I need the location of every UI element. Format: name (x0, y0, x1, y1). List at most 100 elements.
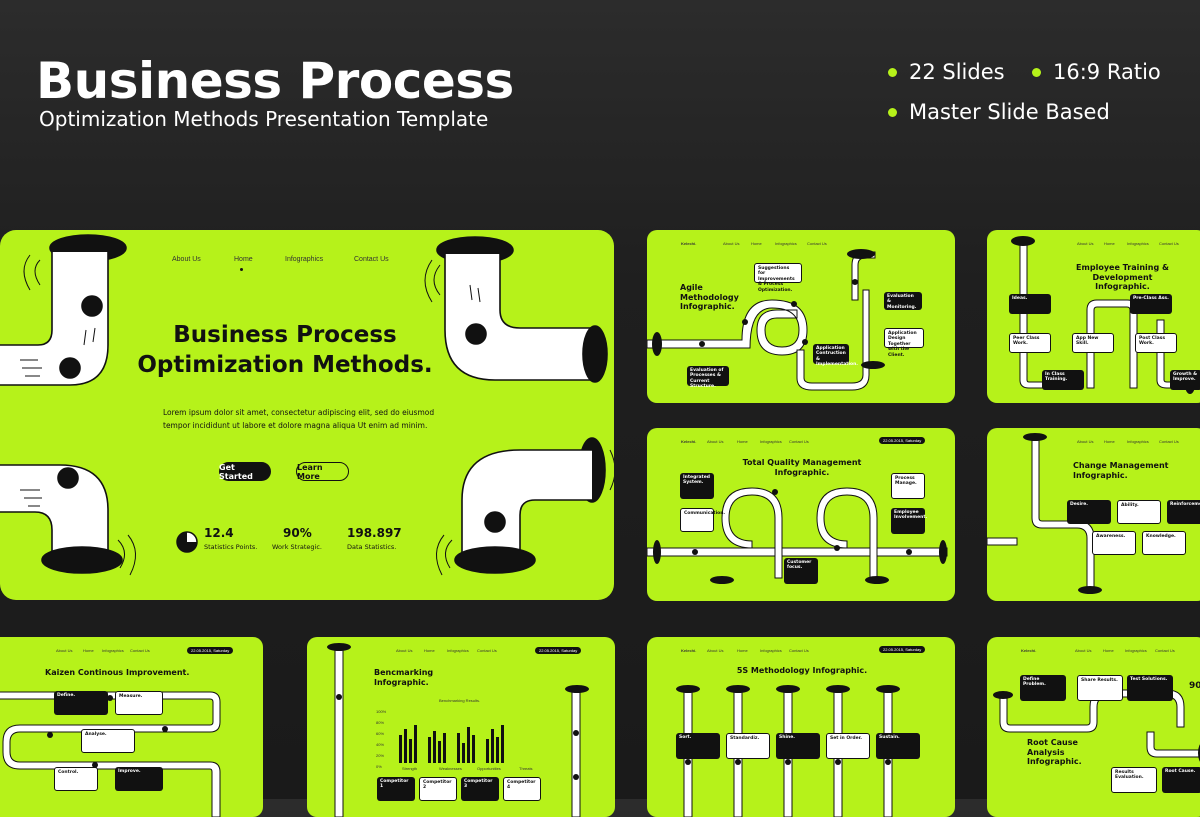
info-box: Knowledge. (1142, 531, 1186, 555)
nav-item[interactable]: Contact Us (1159, 241, 1179, 246)
nav-item[interactable]: About Us (396, 648, 413, 653)
nav-item[interactable]: Home (1103, 648, 1114, 653)
y-tick: 0% (376, 764, 382, 769)
info-box: Post Class Work. (1135, 333, 1177, 353)
slide-main[interactable]: About Us Home Infographics Contact Us Bu… (0, 230, 614, 600)
info-box: Improve. (115, 767, 163, 791)
slide-body-line2: tempor incididunt ut labore et dolore ma… (163, 421, 428, 430)
slide-title: Total Quality Management Infographic. (742, 458, 862, 477)
slide-tqm[interactable]: Kelechi. About Us Home Infographics Cont… (647, 428, 955, 601)
learn-more-button[interactable]: Learn More (296, 462, 349, 481)
chart-bar (399, 735, 402, 763)
date-badge: 22.05.2015, Saturday (879, 646, 926, 653)
chart-bar (438, 741, 441, 763)
nav-item[interactable]: Home (737, 439, 748, 444)
main-title: Business Process (36, 52, 514, 110)
slide-title-line2: Optimization Methods. (137, 352, 433, 378)
chart-title: Benchmarking Results. (439, 698, 481, 703)
slide-bench[interactable]: About Us Home Infographics Contact Us 22… (307, 637, 615, 817)
info-box: Communication. (680, 508, 725, 532)
nav-item[interactable]: About Us (707, 648, 724, 653)
info-box: Suggestions for Improvements & Process O… (754, 263, 802, 293)
chart-bar (428, 737, 431, 763)
chart-bar (467, 727, 470, 763)
info-box: Test Solutions. (1127, 675, 1173, 701)
feature-master: Master Slide Based (888, 100, 1110, 124)
info-box: Employee Involvement. (891, 508, 927, 534)
tqm-pipe-illustration (647, 487, 948, 584)
bench-bar-group (399, 725, 504, 763)
rca-pipe-illustration (993, 689, 1200, 762)
nav-item[interactable]: Contact Us (130, 648, 150, 653)
info-box: Sort. (676, 733, 720, 759)
slide-change[interactable]: About Us Home Infographics Contact Us Ch… (987, 428, 1200, 601)
nav-item[interactable]: Contact Us (1155, 648, 1175, 653)
competitor-box: Competitor 4 (503, 777, 541, 801)
nav-item[interactable]: Home (1104, 241, 1115, 246)
info-box: Evaluation of Processes & Current Struct… (687, 366, 729, 389)
nav-item[interactable]: Infographics (760, 439, 782, 444)
slide-rca[interactable]: Kelechi. About Us Home Infographics Cont… (987, 637, 1200, 817)
info-box: Evaluation & Monitoring. (884, 292, 922, 310)
slide-agile[interactable]: Kelechi. About Us Home Infographics Cont… (647, 230, 955, 403)
nav-item[interactable]: Infographics (760, 648, 782, 653)
info-box: Standardiz. (726, 733, 770, 759)
employee-pipe-illustration (1011, 236, 1200, 394)
agile-pipe-illustration (647, 249, 885, 391)
chart-bar (462, 743, 465, 763)
get-started-button[interactable]: Get Started (219, 462, 271, 481)
nav-item[interactable]: Contact Us (477, 648, 497, 653)
nav-contact[interactable]: Contact Us (354, 256, 389, 263)
nav-item[interactable]: Contact Us (1159, 439, 1179, 444)
slide-kaizen[interactable]: About Us Home Infographics Contact Us 22… (0, 637, 263, 817)
info-box: App New Skill. (1072, 333, 1114, 353)
bullet-dot-icon (1032, 67, 1041, 77)
nav-item[interactable]: Infographics (1127, 439, 1149, 444)
nav-item[interactable]: About Us (56, 648, 73, 653)
nav-item[interactable]: Home (1104, 439, 1115, 444)
info-box: Analyse. (81, 729, 135, 753)
slide-body-line1: Lorem ipsum dolor sit amet, consectetur … (163, 408, 435, 417)
info-box: Peer Class Work. (1009, 333, 1051, 353)
nav-item[interactable]: Home (424, 648, 435, 653)
slide-employee[interactable]: About Us Home Infographics Contact Us Em… (987, 230, 1200, 403)
x-tick: Threats (519, 766, 533, 771)
brand-label: Kelechi. (1021, 648, 1037, 653)
nav-item[interactable]: Infographics (775, 241, 797, 246)
stat-label: Data Statistics. (347, 543, 397, 551)
chart-bar (443, 733, 446, 763)
nav-item[interactable]: Infographics (102, 648, 124, 653)
bullet-dot-icon (888, 67, 897, 77)
change-pipe-illustration (987, 433, 1102, 594)
chart-bar (472, 735, 475, 763)
nav-about[interactable]: About Us (172, 256, 201, 263)
chart-bar (457, 733, 460, 763)
slide-5s[interactable]: Kelechi. About Us Home Infographics Cont… (647, 637, 955, 817)
nav-home[interactable]: Home (234, 256, 253, 263)
date-badge: 22.05.2015, Saturday (879, 437, 926, 444)
nav-item[interactable]: Home (737, 648, 748, 653)
slide-title-line1: Business Process (173, 322, 397, 348)
y-tick: 40% (376, 742, 385, 747)
nav-item[interactable]: About Us (723, 241, 740, 246)
nav-item[interactable]: About Us (1077, 241, 1094, 246)
nav-item[interactable]: Infographics (447, 648, 469, 653)
info-box: Results Evaluation. (1111, 767, 1157, 793)
info-box: Shine. (776, 733, 820, 759)
nav-item[interactable]: About Us (707, 439, 724, 444)
slide-title: Root Cause Analysis Infographic. (1027, 738, 1082, 767)
nav-item[interactable]: Contact Us (807, 241, 827, 246)
nav-item[interactable]: Infographics (1125, 648, 1147, 653)
nav-item[interactable]: Home (751, 241, 762, 246)
nav-item[interactable]: Home (83, 648, 94, 653)
nav-item[interactable]: Contact Us (789, 439, 809, 444)
nav-item[interactable]: Infographics (1127, 241, 1149, 246)
nav-item[interactable]: About Us (1075, 648, 1092, 653)
stat-value: 90% (283, 526, 312, 540)
nav-item[interactable]: Contact Us (789, 648, 809, 653)
slide-title: Kaizen Continous Improvement. (45, 668, 190, 677)
nav-infographics[interactable]: Infographics (285, 256, 324, 263)
slide-title: Employee Training & Development Infograp… (1076, 263, 1169, 292)
nav-item[interactable]: About Us (1077, 439, 1094, 444)
info-box: Growth & Improve. (1170, 370, 1200, 390)
